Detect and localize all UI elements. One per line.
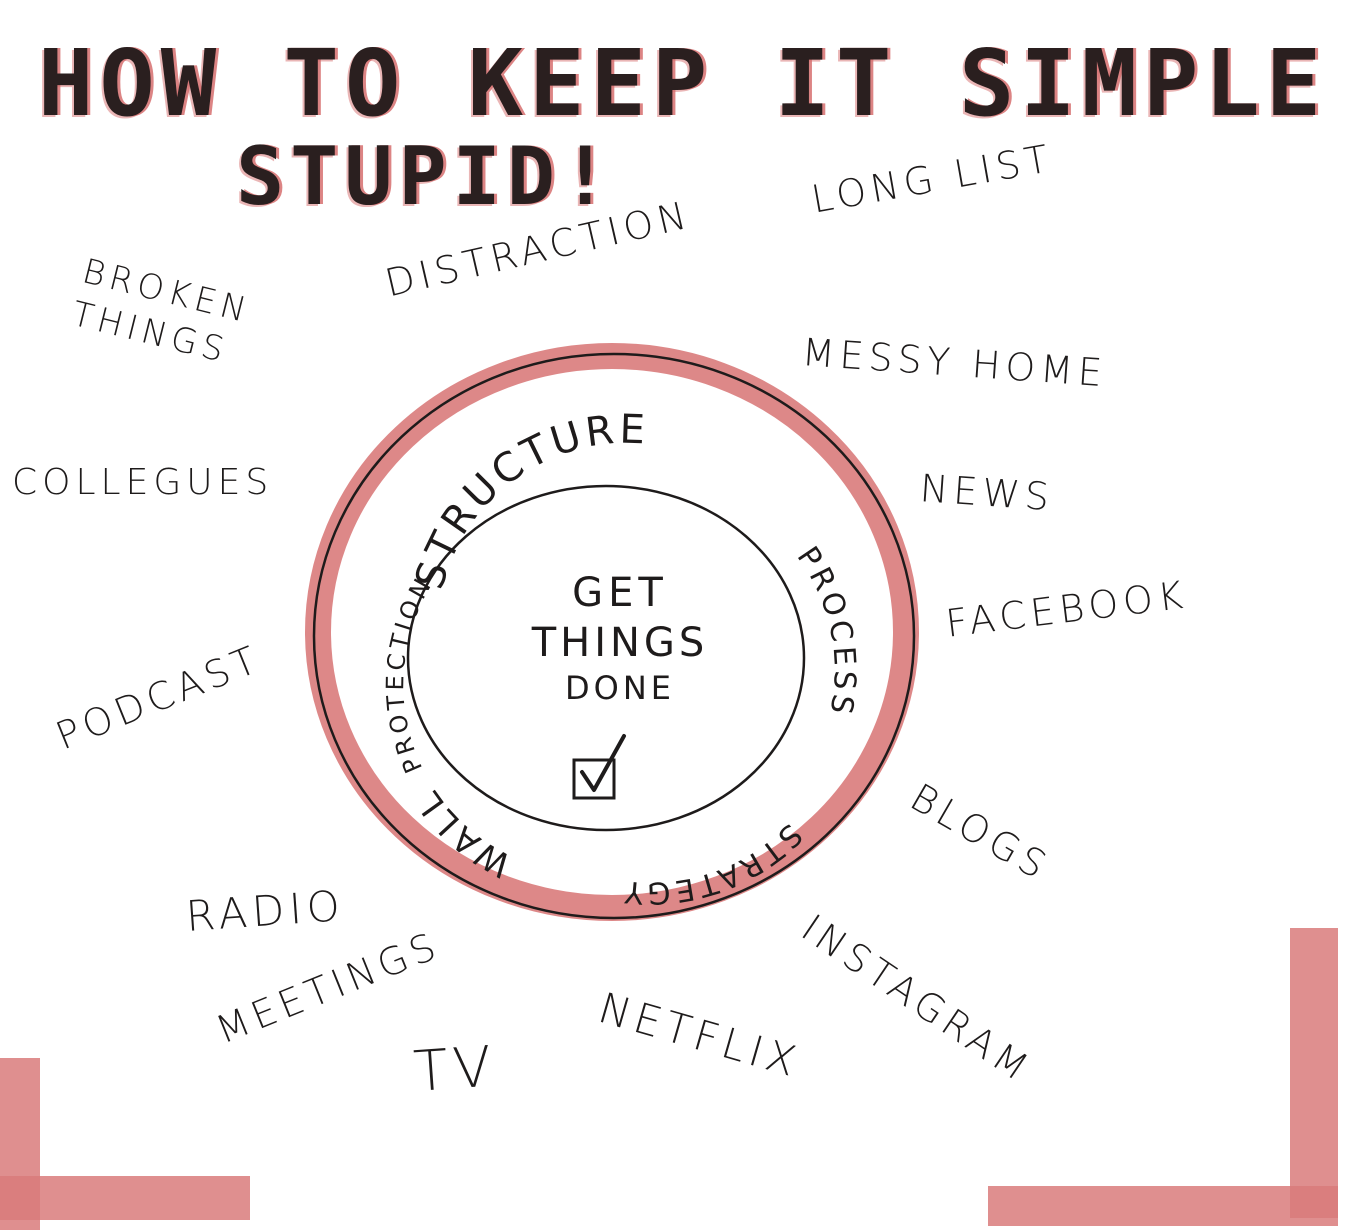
corner-bracket-right-vertical: [1290, 928, 1338, 1218]
outer-pen-ring: [312, 352, 916, 920]
corner-bracket-left-horizontal: [0, 1176, 250, 1220]
corner-bracket-right-horizontal: [988, 1186, 1338, 1226]
center-goal-line-3: DONE: [565, 669, 675, 707]
center-goal-line-2: THINGS: [531, 620, 709, 666]
outer-marker-ring: [305, 343, 919, 921]
center-goal-line-1: GET: [572, 570, 668, 616]
center-goal: GET THINGS DONE: [470, 568, 770, 708]
distraction-tv: TV: [411, 1034, 499, 1105]
distraction-news: NEWS: [918, 466, 1056, 520]
distraction-colleagues: COLLEGUES: [12, 462, 274, 503]
inner-pen-ring: [406, 484, 806, 832]
ring-label-strategy: STRATEGY: [620, 817, 809, 911]
page-title-line-2: STUPID!: [236, 130, 616, 223]
checkbox-checked-icon: [572, 734, 626, 800]
page-title: HOW TO KEEP IT SIMPLE: [38, 30, 1328, 137]
